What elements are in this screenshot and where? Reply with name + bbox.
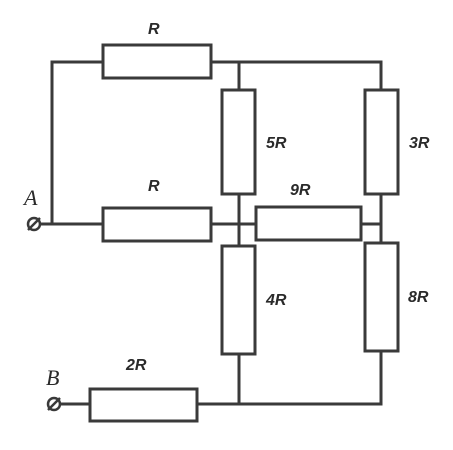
label-bottom-left: 2R (125, 357, 147, 374)
label-upper-center: 5R (266, 135, 287, 152)
label-lower-center: 4R (265, 292, 287, 309)
resistor-upper-center (220, 88, 257, 196)
terminal-b-label: B (46, 365, 59, 390)
label-middle-bridge: 9R (290, 182, 311, 199)
terminal-a-slash (27, 217, 41, 231)
terminal-a-label: A (22, 185, 38, 210)
label-lower-right: 8R (408, 289, 429, 306)
resistor-lower-right (363, 241, 400, 353)
resistors (88, 43, 400, 423)
circuit-wires (38, 60, 383, 406)
resistor-labels: R R 5R 3R 9R 4R 8R 2R (125, 21, 430, 374)
label-middle-left: R (148, 178, 160, 195)
resistor-bottom-left (88, 387, 199, 423)
terminal-b: B (46, 365, 62, 412)
terminal-b-slash (47, 397, 61, 411)
wire-left-vertical (50, 60, 105, 226)
resistor-top (101, 43, 213, 80)
terminal-a: A (22, 185, 42, 232)
resistor-lower-center (220, 244, 257, 356)
label-top: R (148, 21, 160, 38)
resistor-middle-left (101, 206, 213, 243)
resistor-upper-right (363, 88, 400, 196)
resistor-middle-bridge (254, 205, 363, 242)
label-upper-right: 3R (409, 135, 430, 152)
